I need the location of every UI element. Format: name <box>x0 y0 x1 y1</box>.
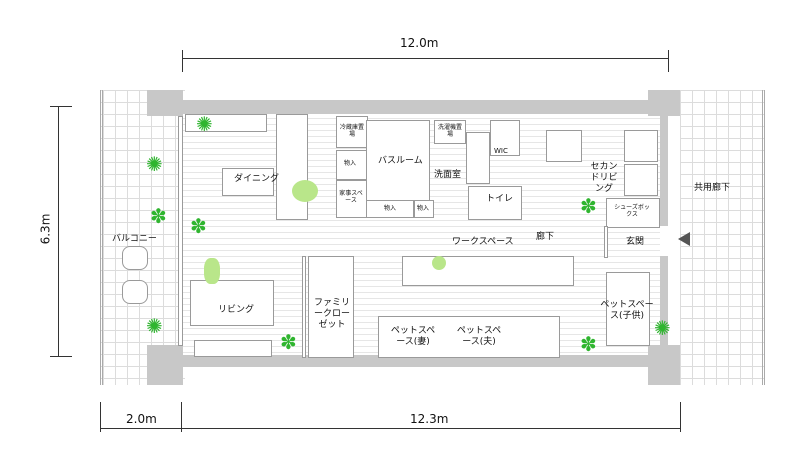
label-bed-wife: ペットスペース(妻) <box>390 326 436 347</box>
plant-icon: ✺ <box>146 314 163 338</box>
dim-tick <box>50 356 72 357</box>
plant-icon: ✽ <box>580 332 597 356</box>
balcony-chair <box>122 246 148 270</box>
label-storage2: 物入 <box>384 205 397 212</box>
label-bed-husband: ペットスペース(夫) <box>456 326 502 347</box>
label-washroom: 洗面室 <box>434 170 462 180</box>
armchair <box>624 164 658 196</box>
label-hallway: 廊下 <box>536 232 555 242</box>
lounge-chair <box>546 130 582 162</box>
dim-tick <box>680 402 681 432</box>
label-workspace: ワークスペース <box>452 237 514 247</box>
label-balcony: バルコニー <box>112 234 157 244</box>
plant-icon: ✽ <box>580 194 597 218</box>
pillar <box>648 345 680 385</box>
closet-wall <box>302 256 306 358</box>
label-entrance: 玄関 <box>626 237 645 247</box>
bed-child <box>606 272 650 346</box>
window-left <box>178 116 183 346</box>
counter <box>185 114 267 132</box>
work-desk <box>402 256 574 286</box>
storage3-box <box>414 200 434 218</box>
pillar <box>147 345 183 385</box>
label-common-corridor: 共用廊下 <box>694 183 731 193</box>
dim-tick <box>100 402 101 432</box>
person-icon <box>432 256 446 270</box>
label-shoe-box: シューズボックス <box>614 204 650 218</box>
wic-box <box>490 120 520 156</box>
label-living: リビング <box>218 305 255 315</box>
storage2-box <box>366 200 414 218</box>
plant-icon: ✺ <box>146 152 163 176</box>
kitchen-counter <box>276 114 308 220</box>
label-washer: 洗濯機置場 <box>438 124 463 138</box>
plant-icon: ✽ <box>150 204 167 228</box>
label-housework: 家事スペース <box>339 190 363 204</box>
label-wic: WIC <box>494 147 508 155</box>
label-dining: ダイニング <box>234 174 280 184</box>
bathroom-box <box>366 120 430 202</box>
pillar <box>648 90 680 116</box>
toilet-box <box>468 186 522 220</box>
dim-tick <box>182 50 183 72</box>
plant-icon: ✽ <box>280 330 297 354</box>
person-icon <box>292 180 318 202</box>
entrance-arrow-icon <box>678 232 690 246</box>
label-bed-child: ペットスペース(子供) <box>600 300 654 321</box>
label-toilet: トイレ <box>486 194 514 204</box>
wall-bottom <box>180 355 660 367</box>
dim-bottom-balcony: 2.0m <box>126 412 157 426</box>
dim-line-top <box>182 58 668 59</box>
dim-tick <box>50 106 72 107</box>
label-family-closet: ファミリークローゼット <box>313 298 350 330</box>
label-storage3: 物入 <box>417 205 430 212</box>
dim-tick <box>181 402 182 432</box>
dining-table <box>222 168 274 196</box>
wall-right <box>660 256 668 346</box>
armchair <box>624 130 658 162</box>
family-closet-box <box>308 256 354 358</box>
sofa <box>190 280 274 326</box>
dim-tick <box>668 50 669 72</box>
dim-line-left <box>58 106 59 356</box>
pillar <box>147 90 183 116</box>
dim-bottom-interior: 12.3m <box>410 412 449 426</box>
label-second-living: セカンドリビング <box>590 162 618 194</box>
label-fridge: 冷蔵庫置場 <box>340 124 365 138</box>
tv-board <box>194 340 272 357</box>
person-icon <box>204 258 220 284</box>
wall-right <box>660 114 668 226</box>
common-corridor-area <box>680 90 765 385</box>
balcony-chair <box>122 280 148 304</box>
sink-box <box>466 132 490 184</box>
dim-left-label: 6.3m <box>38 213 53 245</box>
label-storage1: 物入 <box>344 160 357 167</box>
label-bathroom: バスルーム <box>378 156 423 166</box>
dim-line-bottom <box>100 428 680 429</box>
plant-icon: ✽ <box>190 214 207 238</box>
bed-double <box>378 316 560 358</box>
washer-box <box>434 120 466 144</box>
plant-icon: ✺ <box>654 316 671 340</box>
fridge-space <box>336 116 368 148</box>
wall-top <box>180 100 660 114</box>
dim-top-label: 12.0m <box>400 36 439 50</box>
plant-icon: ✺ <box>196 112 213 136</box>
entrance-wall <box>604 226 608 258</box>
balcony-area <box>100 90 185 385</box>
housework-box <box>336 180 368 218</box>
shoe-box <box>606 198 660 228</box>
